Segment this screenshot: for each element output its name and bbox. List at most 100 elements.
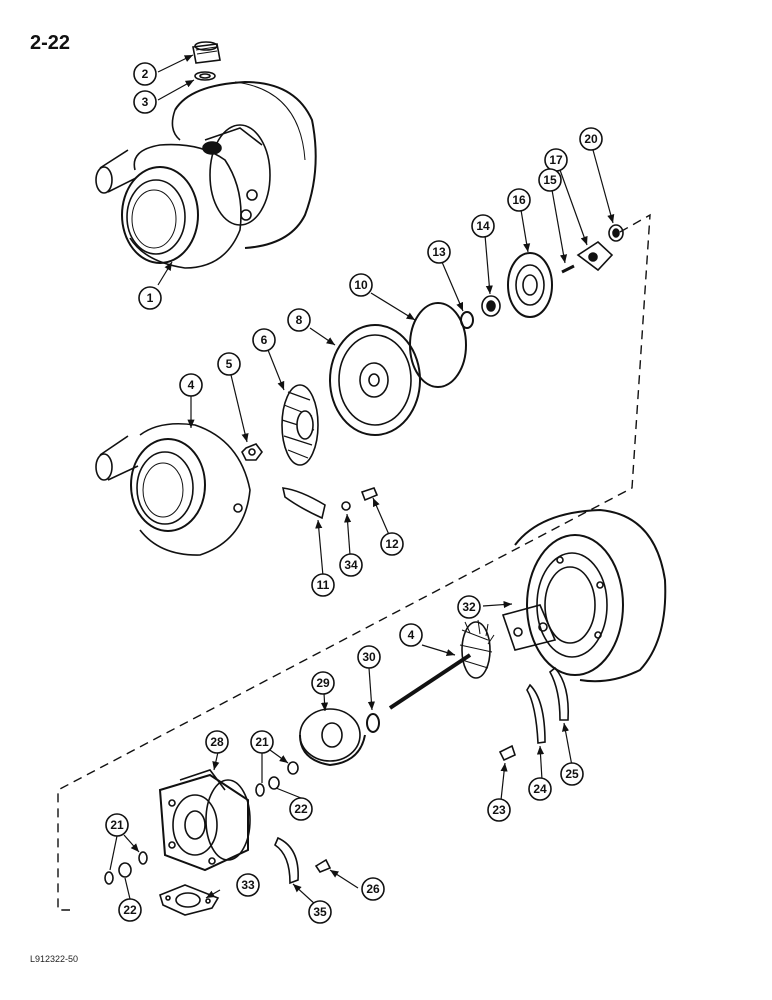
turbine-piston-ring — [366, 713, 380, 733]
svg-text:5: 5 — [226, 357, 233, 371]
svg-text:4: 4 — [408, 628, 415, 642]
compressor-housing — [95, 422, 251, 556]
flange-gasket — [159, 884, 220, 916]
turbine-wheel-shaft — [388, 619, 495, 710]
callout-28: 28 — [205, 730, 229, 754]
svg-text:20: 20 — [584, 132, 598, 146]
svg-text:28: 28 — [210, 735, 224, 749]
compressor-wheel — [281, 384, 319, 466]
thrust-bearing — [507, 252, 553, 318]
callout-4-compressor: 4 — [179, 373, 203, 397]
alignment-dashed-line — [57, 213, 651, 911]
callout-12: 12 — [380, 532, 404, 556]
svg-text:25: 25 — [565, 767, 579, 781]
leader-lines — [123, 54, 615, 906]
svg-text:3: 3 — [142, 95, 149, 109]
turbocharger-assembly — [95, 80, 317, 269]
callout-3: 3 — [133, 90, 157, 114]
svg-text:23: 23 — [492, 803, 506, 817]
callout-20: 20 — [579, 127, 603, 151]
svg-text:34: 34 — [344, 558, 358, 572]
svg-text:30: 30 — [362, 650, 376, 664]
callout-2: 2 — [133, 62, 157, 86]
svg-text:22: 22 — [294, 802, 308, 816]
svg-text:21: 21 — [110, 818, 124, 832]
svg-text:17: 17 — [549, 153, 563, 167]
callout-17: 17 — [544, 148, 568, 172]
callout-group: 2 3 1 20 17 15 16 14 13 10 8 6 5 4 12 34… — [105, 62, 603, 924]
bolt-23 — [498, 744, 516, 762]
svg-text:29: 29 — [316, 676, 330, 690]
svg-text:4: 4 — [188, 378, 195, 392]
figure-id: L912322-50 — [30, 954, 79, 964]
callout-11: 11 — [311, 573, 335, 597]
svg-text:12: 12 — [385, 537, 399, 551]
svg-text:2: 2 — [142, 67, 149, 81]
callout-32: 32 — [457, 595, 481, 619]
callout-23: 23 — [487, 798, 511, 822]
callout-6: 6 — [252, 328, 276, 352]
plug-and-washer — [192, 41, 221, 81]
callout-21-lower: 21 — [105, 813, 129, 837]
svg-text:14: 14 — [476, 219, 490, 233]
svg-text:35: 35 — [313, 905, 327, 919]
retainer-plate — [576, 240, 614, 272]
svg-text:15: 15 — [543, 173, 557, 187]
svg-text:22: 22 — [123, 903, 137, 917]
clamp-24 — [526, 683, 546, 744]
bolt — [360, 487, 379, 502]
svg-text:1: 1 — [147, 291, 154, 305]
callout-22-upper: 22 — [289, 797, 313, 821]
screw — [561, 264, 575, 274]
svg-text:33: 33 — [241, 878, 255, 892]
backplate — [329, 324, 421, 436]
fitting-set-lower — [104, 851, 148, 885]
piston-ring — [460, 311, 474, 329]
svg-text:11: 11 — [317, 578, 330, 592]
fitting-set-upper — [255, 761, 299, 797]
svg-text:10: 10 — [354, 278, 368, 292]
callout-10: 10 — [349, 273, 373, 297]
turbine-housing — [501, 508, 667, 683]
svg-text:16: 16 — [512, 193, 526, 207]
callout-16: 16 — [507, 188, 531, 212]
callout-14: 14 — [471, 214, 495, 238]
callout-5: 5 — [217, 352, 241, 376]
lock-nut — [241, 443, 263, 461]
callout-29: 29 — [311, 671, 335, 695]
svg-text:32: 32 — [462, 600, 476, 614]
callout-13: 13 — [427, 240, 451, 264]
callout-22-lower: 22 — [118, 898, 142, 922]
callout-30: 30 — [357, 645, 381, 669]
svg-text:8: 8 — [296, 313, 303, 327]
svg-text:26: 26 — [366, 882, 380, 896]
callout-26: 26 — [361, 877, 385, 901]
svg-text:13: 13 — [432, 245, 446, 259]
clamp-35 — [274, 836, 299, 885]
thrust-collar — [481, 295, 501, 317]
callout-33: 33 — [236, 873, 260, 897]
svg-text:24: 24 — [533, 782, 547, 796]
callout-8: 8 — [287, 308, 311, 332]
page-number: 2-22 — [30, 32, 71, 54]
seal-ring — [409, 302, 467, 388]
heat-shield — [299, 708, 366, 767]
clamp-plate — [281, 487, 326, 520]
callout-15: 15 — [538, 168, 562, 192]
callout-25: 25 — [560, 762, 584, 786]
nut — [341, 501, 351, 511]
callout-34: 34 — [339, 553, 363, 577]
bolt-26 — [314, 858, 332, 873]
oil-seal — [608, 224, 624, 242]
callout-21-upper: 21 — [250, 730, 274, 754]
callout-4-turbine: 4 — [399, 623, 423, 647]
callout-24: 24 — [528, 777, 552, 801]
clamp-25 — [548, 666, 570, 721]
center-housing — [158, 769, 251, 872]
svg-text:6: 6 — [261, 333, 268, 347]
callout-1: 1 — [138, 286, 162, 310]
svg-text:21: 21 — [255, 735, 269, 749]
callout-35: 35 — [308, 900, 332, 924]
